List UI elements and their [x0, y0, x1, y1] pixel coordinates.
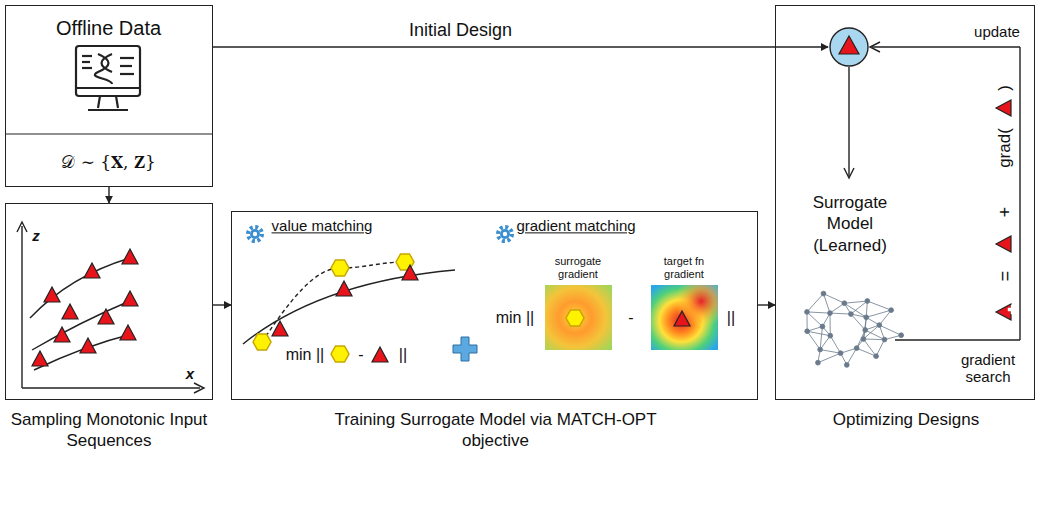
heatmap-label: surrogate gradient	[545, 255, 611, 280]
step-caption: Training Surrogate Model via MATCH-OPT o…	[332, 409, 659, 452]
loop-label: gradient search	[957, 351, 1019, 386]
model-label: Surrogate Model (Learned)	[790, 192, 910, 256]
edge-label: Initial Design	[409, 20, 512, 41]
formula-part: ||	[399, 346, 407, 364]
heatmap-label: target fn gradient	[651, 255, 717, 280]
objective-name: value matching	[272, 217, 373, 234]
optimizing-box: Optimizing DesignsSurrogate Model (Learn…	[775, 5, 1035, 400]
training-box: Training Surrogate Model via MATCH-OPT o…	[231, 211, 758, 400]
update-rule-part: )	[995, 85, 1015, 91]
box-title: Offline Data	[6, 16, 211, 41]
formula-part: min ||	[286, 346, 325, 364]
formula-part: min ||	[496, 309, 535, 327]
update-rule-part: =	[995, 271, 1016, 282]
step-caption: Optimizing Designs	[816, 409, 996, 430]
flow-arrow	[108, 187, 109, 203]
flow-arrow	[213, 304, 231, 305]
formula-part: ||	[727, 309, 735, 327]
update-rule-part: +	[995, 207, 1016, 218]
flow-arrow	[758, 304, 775, 305]
update-rule-part: grad(	[995, 128, 1015, 168]
objective-name: gradient matching	[516, 217, 635, 234]
flow-arrow	[213, 46, 828, 47]
axis-label: z	[32, 227, 40, 244]
loop-label: update	[974, 23, 1020, 40]
formula-part: -	[628, 309, 633, 327]
axis-label: x	[186, 365, 194, 382]
formula: 𝒟 ∼ {𝐗, 𝐙}	[6, 152, 211, 173]
formula-part: -	[358, 346, 363, 364]
data-box: Offline Data 𝒟 ∼ {𝐗, 𝐙}	[5, 5, 213, 187]
step-caption: Sampling Monotonic Input Sequences	[2, 409, 216, 452]
